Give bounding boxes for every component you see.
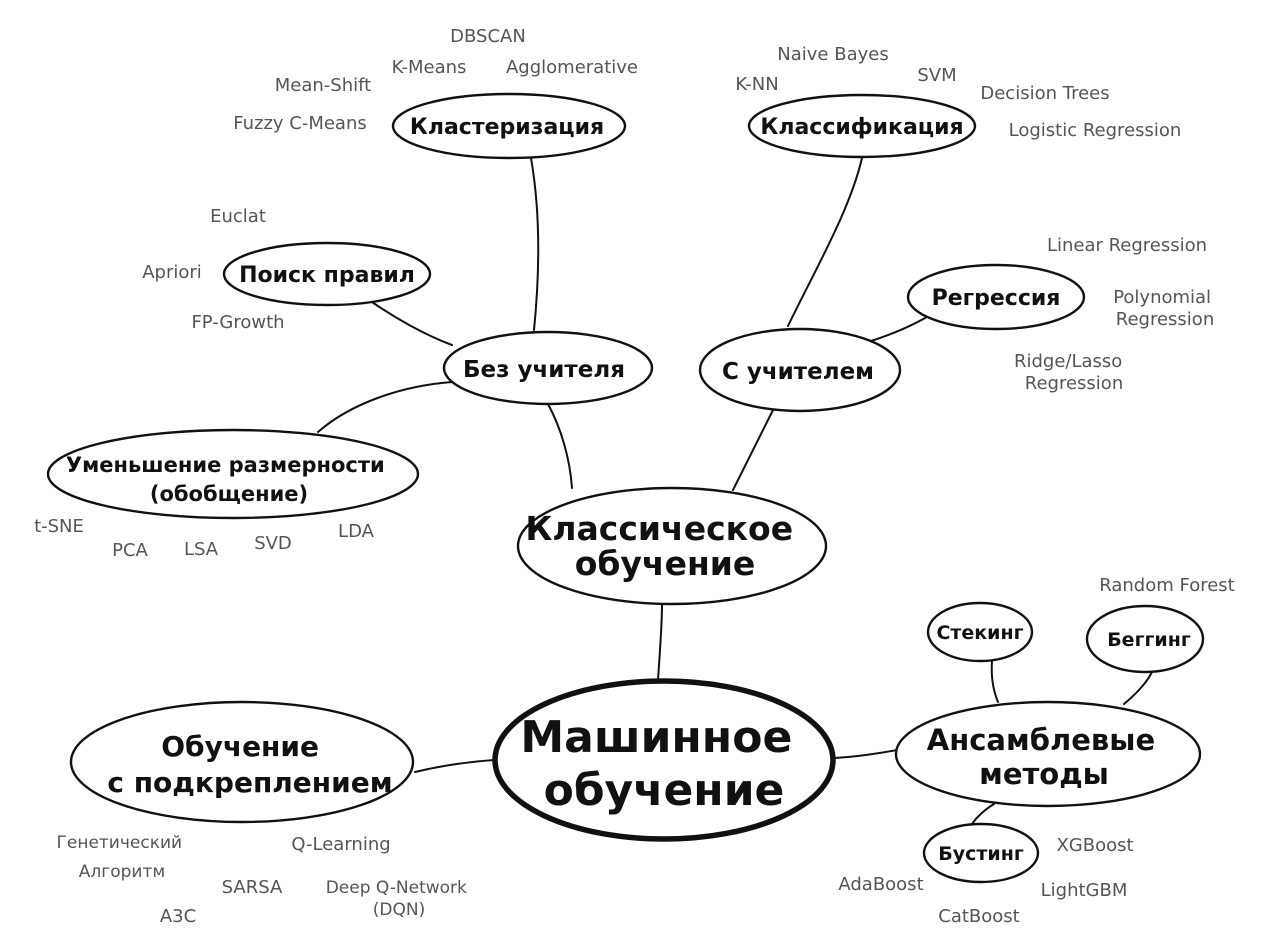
- dim-reduction-label: Уменьшение размерности (обобщение): [66, 453, 392, 506]
- leaf-ridge-lasso: Ridge/Lasso Regression: [1014, 351, 1128, 394]
- leaf-svm: SVM: [917, 65, 956, 86]
- classical-line: Классическое: [525, 509, 793, 548]
- leaf-adaboost: AdaBoost: [838, 874, 923, 895]
- reinforcement-node: Обучение с подкреплением: [69, 700, 415, 824]
- leaf-tsne: t-SNE: [34, 516, 84, 537]
- leaf-catboost: CatBoost: [938, 906, 1019, 927]
- edge-ensemble-bagging: [1123, 671, 1153, 705]
- leaf-lightgbm: LightGBM: [1041, 880, 1128, 901]
- association-leaves: Euclat Apriori FP-Growth: [142, 206, 284, 333]
- reinforcement-label: Обучение с подкреплением: [107, 730, 392, 799]
- leaf-apriori: Apriori: [142, 262, 202, 283]
- classical-line: обучение: [575, 544, 756, 583]
- edge-unsupervised-association: [371, 301, 453, 346]
- reinforcement-line: Обучение: [161, 730, 319, 763]
- bagging-node: Беггинг: [1085, 604, 1205, 674]
- ensemble-line: методы: [979, 757, 1109, 791]
- leaf-dbscan: DBSCAN: [450, 26, 526, 47]
- regression-leaves: Linear Regression Polynomial Regression …: [1014, 235, 1217, 394]
- regression-label: Регрессия: [932, 286, 1061, 311]
- edge-ensemble-stacking: [990, 660, 999, 703]
- supervised-node: С учителем: [698, 327, 902, 413]
- reinforcement-line: с подкреплением: [107, 766, 392, 799]
- classification-label: Классификация: [760, 115, 963, 140]
- leaf-euclat: Euclat: [210, 206, 266, 227]
- leaf-fuzzy-cmeans: Fuzzy C-Means: [233, 113, 367, 134]
- ensemble-node: Ансамблевые методы: [894, 700, 1202, 808]
- unsupervised-node: Без учителя: [442, 330, 654, 406]
- dim-reduction-line: Уменьшение размерности: [66, 453, 385, 477]
- leaf-mean-shift: Mean-Shift: [275, 75, 371, 96]
- regression-node: Регрессия: [906, 263, 1086, 331]
- leaf-kmeans: K-Means: [392, 57, 467, 78]
- leaf-logistic-regression: Logistic Regression: [1009, 120, 1182, 141]
- leaf-linear-regression: Linear Regression: [1047, 235, 1207, 256]
- boosting-node: Бустинг: [922, 822, 1040, 884]
- ensemble-line: Ансамблевые: [927, 723, 1155, 757]
- clustering-label: Кластеризация: [410, 115, 604, 140]
- classical-node: Классическое обучение: [516, 486, 828, 606]
- leaf-a3c: A3C: [160, 906, 196, 927]
- clustering-node: Кластеризация: [391, 92, 627, 160]
- leaf-naive-bayes: Naive Bayes: [777, 44, 888, 65]
- dim-reduction-line: (обобщение): [150, 482, 308, 506]
- edge-unsupervised-dim: [317, 381, 453, 433]
- leaf-decision-trees: Decision Trees: [980, 83, 1109, 104]
- leaf-fp-growth: FP-Growth: [191, 312, 284, 333]
- supervised-label: С учителем: [722, 359, 874, 385]
- leaf-ridge-lasso-line: Ridge/Lasso: [1014, 351, 1122, 372]
- leaf-pca: PCA: [112, 540, 148, 561]
- boosting-label: Бустинг: [938, 843, 1024, 865]
- association-node: Поиск правил: [222, 241, 432, 307]
- root-line: Машинное: [520, 712, 792, 763]
- stacking-label: Стекинг: [936, 622, 1023, 644]
- root-line: обучение: [544, 765, 785, 816]
- edge-classical-unsupervised: [547, 403, 573, 489]
- leaf-polynomial-line: Regression: [1116, 309, 1214, 330]
- classical-label: Классическое обучение: [525, 509, 804, 583]
- leaf-sarsa: SARSA: [222, 877, 283, 898]
- stacking-node: Стекинг: [926, 601, 1034, 663]
- leaf-genetic-line: Генетический: [57, 833, 183, 853]
- root-label: Машинное обучение: [520, 712, 807, 816]
- classification-node: Классификация: [747, 93, 977, 159]
- leaf-q-learning: Q-Learning: [291, 834, 390, 855]
- leaf-xgboost: XGBoost: [1056, 835, 1133, 856]
- reinforcement-leaves: Генетический Алгоритм Q-Learning SARSA D…: [57, 833, 473, 927]
- clustering-leaves: DBSCAN K-Means Agglomerative Mean-Shift …: [233, 26, 638, 134]
- leaf-polynomial-regression: Polynomial Regression: [1113, 287, 1217, 330]
- unsupervised-label: Без учителя: [463, 357, 625, 383]
- leaf-ridge-lasso-line: Regression: [1025, 373, 1123, 394]
- edge-root-classical: [657, 603, 663, 681]
- ensemble-label: Ансамблевые методы: [927, 723, 1165, 791]
- leaf-lsa: LSA: [184, 539, 219, 560]
- edge-ensemble-boosting: [971, 803, 995, 825]
- leaf-svd: SVD: [254, 533, 292, 554]
- leaf-dqn: Deep Q-Network (DQN): [326, 878, 473, 920]
- ensemble-leaves: Random Forest XGBoost AdaBoost LightGBM …: [838, 575, 1234, 927]
- association-label: Поиск правил: [239, 263, 415, 288]
- dim-reduction-node: Уменьшение размерности (обобщение): [46, 428, 420, 520]
- edge-root-reinforcement: [414, 759, 495, 773]
- dim-reduction-leaves: t-SNE PCA LSA SVD LDA: [34, 516, 375, 561]
- edge-root-ensemble: [833, 749, 898, 759]
- leaf-random-forest: Random Forest: [1099, 575, 1234, 596]
- leaf-genetic-line: Алгоритм: [79, 862, 165, 882]
- leaf-dqn-line: (DQN): [373, 900, 425, 920]
- leaf-knn: K-NN: [735, 74, 778, 95]
- leaf-lda: LDA: [338, 521, 375, 542]
- edge-supervised-classification: [787, 157, 863, 327]
- leaf-genetic-algorithm: Генетический Алгоритм: [57, 833, 188, 882]
- edge-unsupervised-clustering: [530, 157, 540, 331]
- classification-leaves: Naive Bayes K-NN SVM Decision Trees Logi…: [735, 44, 1181, 141]
- leaf-agglomerative: Agglomerative: [506, 57, 638, 78]
- root-node: Машинное обучение: [492, 678, 836, 842]
- leaf-polynomial-line: Polynomial: [1113, 287, 1211, 308]
- edge-classical-supervised: [732, 407, 775, 491]
- leaf-dqn-line: Deep Q-Network: [326, 878, 467, 898]
- bagging-label: Беггинг: [1107, 629, 1191, 651]
